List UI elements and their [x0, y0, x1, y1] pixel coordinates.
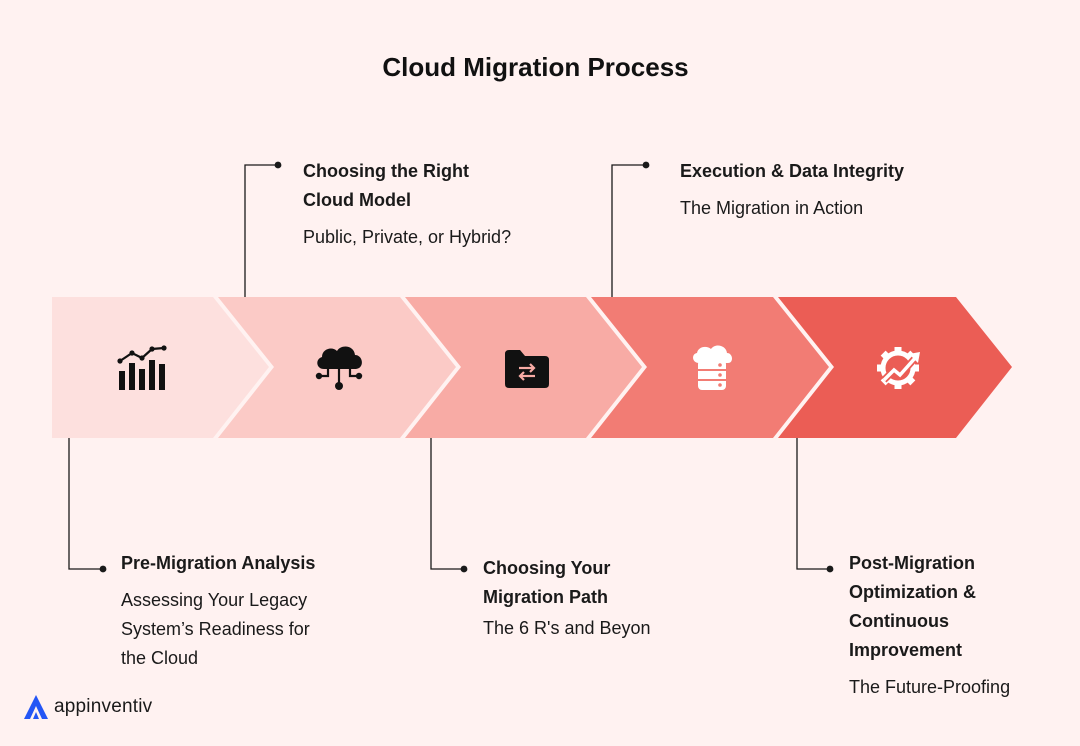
connector-step-2: [244, 164, 277, 297]
cloud-network-icon: [315, 346, 363, 390]
step-4-label: Execution & Data Integrity The Migration…: [680, 157, 904, 223]
step-3-heading-line: Migration Path: [483, 587, 608, 607]
step-1-sub-line: System’s Readiness for: [121, 619, 310, 639]
step-5-heading-line: Post-Migration: [849, 553, 975, 573]
step-5-label: Post-Migration Optimization & Continuous…: [849, 549, 1010, 702]
cloud-database-icon: [693, 345, 733, 390]
step-2-label: Choosing the Right Cloud Model Public, P…: [303, 157, 511, 252]
brand-name: appinventiv: [54, 696, 153, 717]
step-1-sub-line: the Cloud: [121, 648, 199, 668]
step-1-sub-line: Assessing Your Legacy: [121, 590, 308, 610]
brand-logo: appinventiv: [22, 693, 152, 721]
connector-dot-1: [99, 565, 107, 573]
diagram-title: Cloud Migration Process: [382, 52, 689, 82]
step-2-heading-line: Choosing the Right: [303, 161, 469, 181]
connector-dot-5: [826, 565, 834, 573]
step-2-heading-line: Cloud Model: [303, 190, 411, 210]
step-4-sub-line: The Migration in Action: [680, 198, 864, 218]
step-5-heading-line: Improvement: [849, 640, 963, 660]
step-3-heading-line: Choosing Your: [483, 558, 611, 578]
step-1-heading-line: Pre-Migration Analysis: [121, 553, 316, 573]
connector-step-5: [796, 438, 829, 570]
gear-growth-icon: [877, 347, 920, 389]
connector-dot-3: [460, 565, 468, 573]
step-2-sub-line: Public, Private, or Hybrid?: [303, 227, 512, 247]
step-5-sub-line: The Future-Proofing: [849, 677, 1011, 697]
analytics-chart-icon: [117, 345, 167, 390]
step-5-heading-line: Continuous: [849, 611, 949, 631]
connector-step-1: [68, 438, 102, 570]
step-5-heading-line: Optimization &: [849, 582, 976, 602]
step-3-sub-line: The 6 R's and Beyon: [483, 618, 651, 638]
connector-step-3: [430, 438, 463, 570]
connector-step-4: [611, 164, 645, 297]
connector-dot-2: [274, 161, 282, 169]
folder-transfer-icon: [505, 350, 549, 388]
step-1-label: Pre-Migration Analysis Assessing Your Le…: [121, 549, 315, 673]
step-4-heading-line: Execution & Data Integrity: [680, 161, 905, 181]
appinventiv-logo-icon: [24, 695, 48, 719]
connector-dot-4: [642, 161, 650, 169]
step-3-label: Choosing Your Migration Path The 6 R's a…: [483, 554, 651, 643]
